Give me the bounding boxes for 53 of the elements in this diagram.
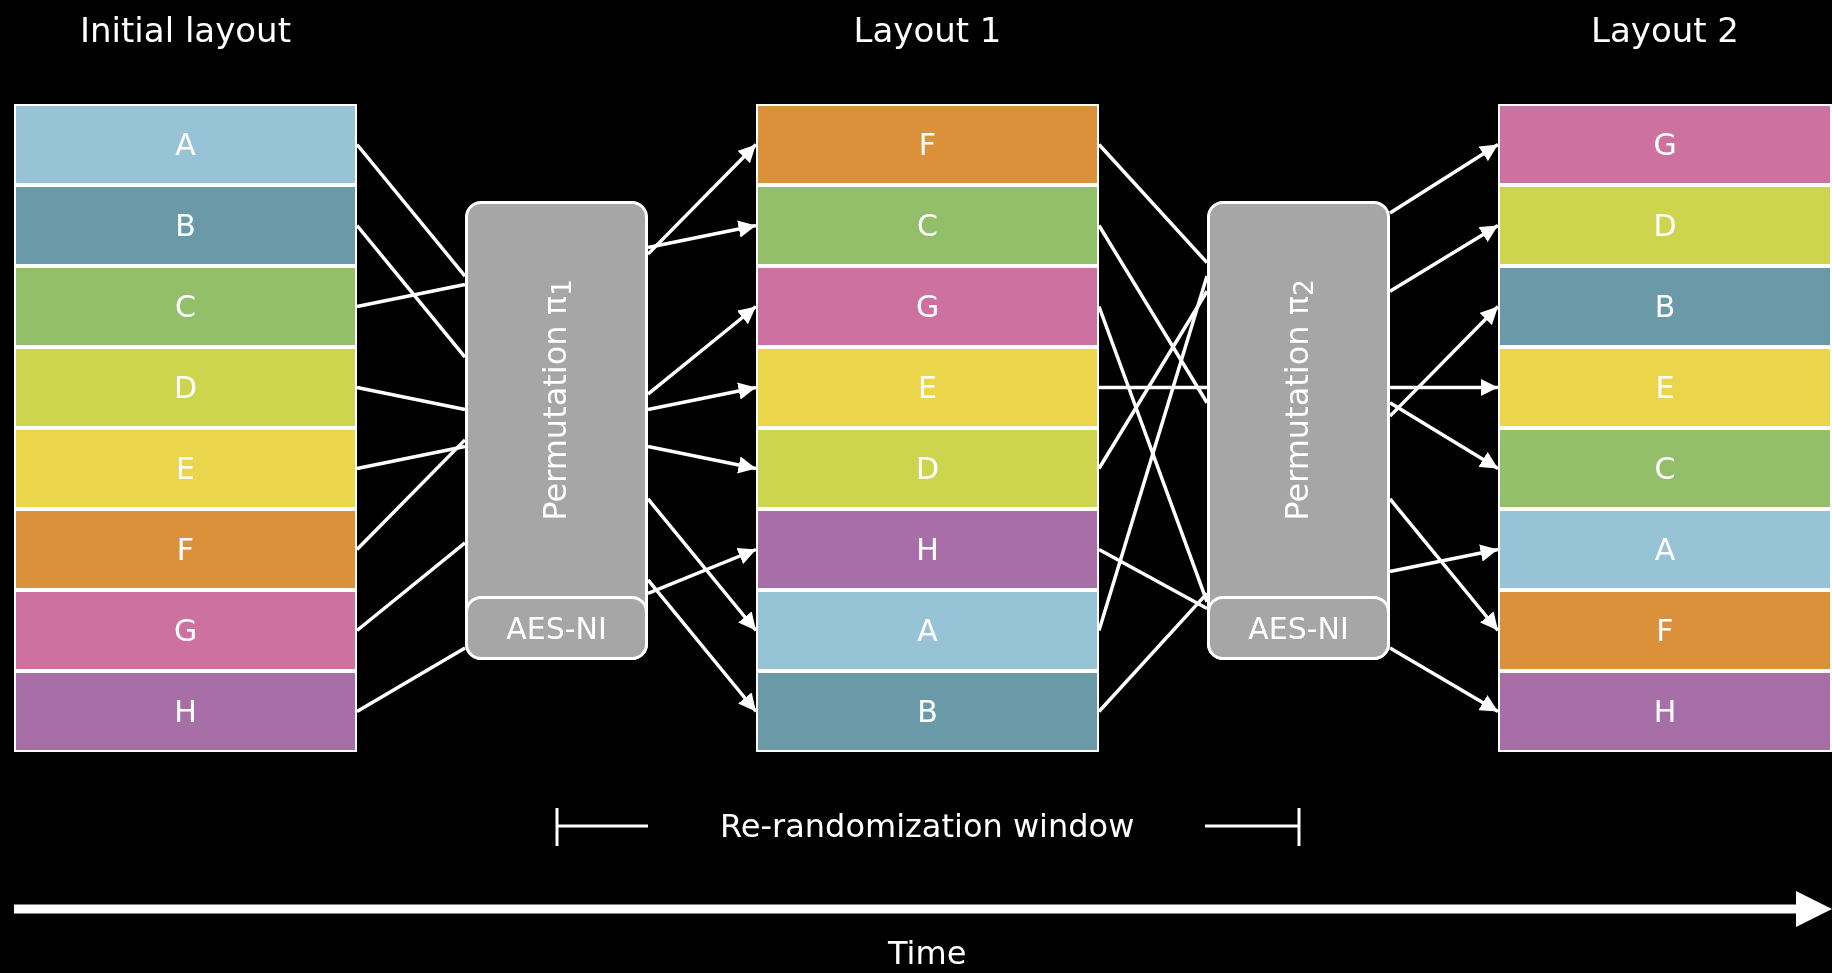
- memory-block: D: [14, 347, 357, 428]
- arrow: [646, 143, 758, 256]
- memory-block: D: [756, 428, 1099, 509]
- connector-line: [1099, 385, 1207, 390]
- connector-line: [356, 385, 466, 412]
- cipher-box: AES-NI: [1207, 596, 1390, 660]
- memory-block: E: [756, 347, 1099, 428]
- memory-block: G: [1498, 104, 1832, 185]
- memory-block: C: [1498, 428, 1832, 509]
- arrow: [1390, 378, 1498, 397]
- permutation-box: [465, 201, 648, 660]
- connector-line: [356, 282, 466, 309]
- memory-block: C: [756, 185, 1099, 266]
- arrow: [1388, 305, 1500, 418]
- memory-block: E: [14, 428, 357, 509]
- memory-block: G: [14, 590, 357, 671]
- arrow: [646, 578, 758, 713]
- arrow: [1389, 224, 1499, 293]
- memory-block: H: [756, 509, 1099, 590]
- permutation-box: [1207, 201, 1390, 660]
- memory-block: F: [756, 104, 1099, 185]
- arrow: [1389, 646, 1499, 713]
- arrow: [647, 382, 757, 412]
- connector-line: [356, 444, 466, 471]
- memory-block: C: [14, 266, 357, 347]
- memory-block: B: [14, 185, 357, 266]
- memory-block: F: [14, 509, 357, 590]
- arrow: [1389, 544, 1499, 574]
- memory-block: A: [756, 590, 1099, 671]
- cipher-box: AES-NI: [465, 596, 648, 660]
- arrow: [1389, 143, 1499, 215]
- connector-line: [1098, 547, 1208, 611]
- arrow: [647, 547, 757, 595]
- memory-block: A: [14, 104, 357, 185]
- column-heading: Layout 1: [853, 9, 1002, 52]
- memory-block: H: [1498, 671, 1832, 752]
- memory-block: B: [1498, 266, 1832, 347]
- memory-block: E: [1498, 347, 1832, 428]
- memory-block: G: [756, 266, 1099, 347]
- memory-block: B: [756, 671, 1099, 752]
- memory-block: D: [1498, 185, 1832, 266]
- column-heading: Layout 2: [1591, 9, 1739, 52]
- connector-line: [356, 646, 466, 713]
- arrow: [1389, 401, 1499, 470]
- arrow: [647, 220, 757, 250]
- memory-block: F: [1498, 590, 1832, 671]
- arrow: [647, 444, 757, 474]
- column-heading: Initial layout: [80, 9, 291, 52]
- arrow: [1388, 497, 1500, 632]
- arrow: [646, 497, 758, 632]
- memory-block: A: [1498, 509, 1832, 590]
- arrow: [646, 305, 758, 396]
- memory-block: H: [14, 671, 357, 752]
